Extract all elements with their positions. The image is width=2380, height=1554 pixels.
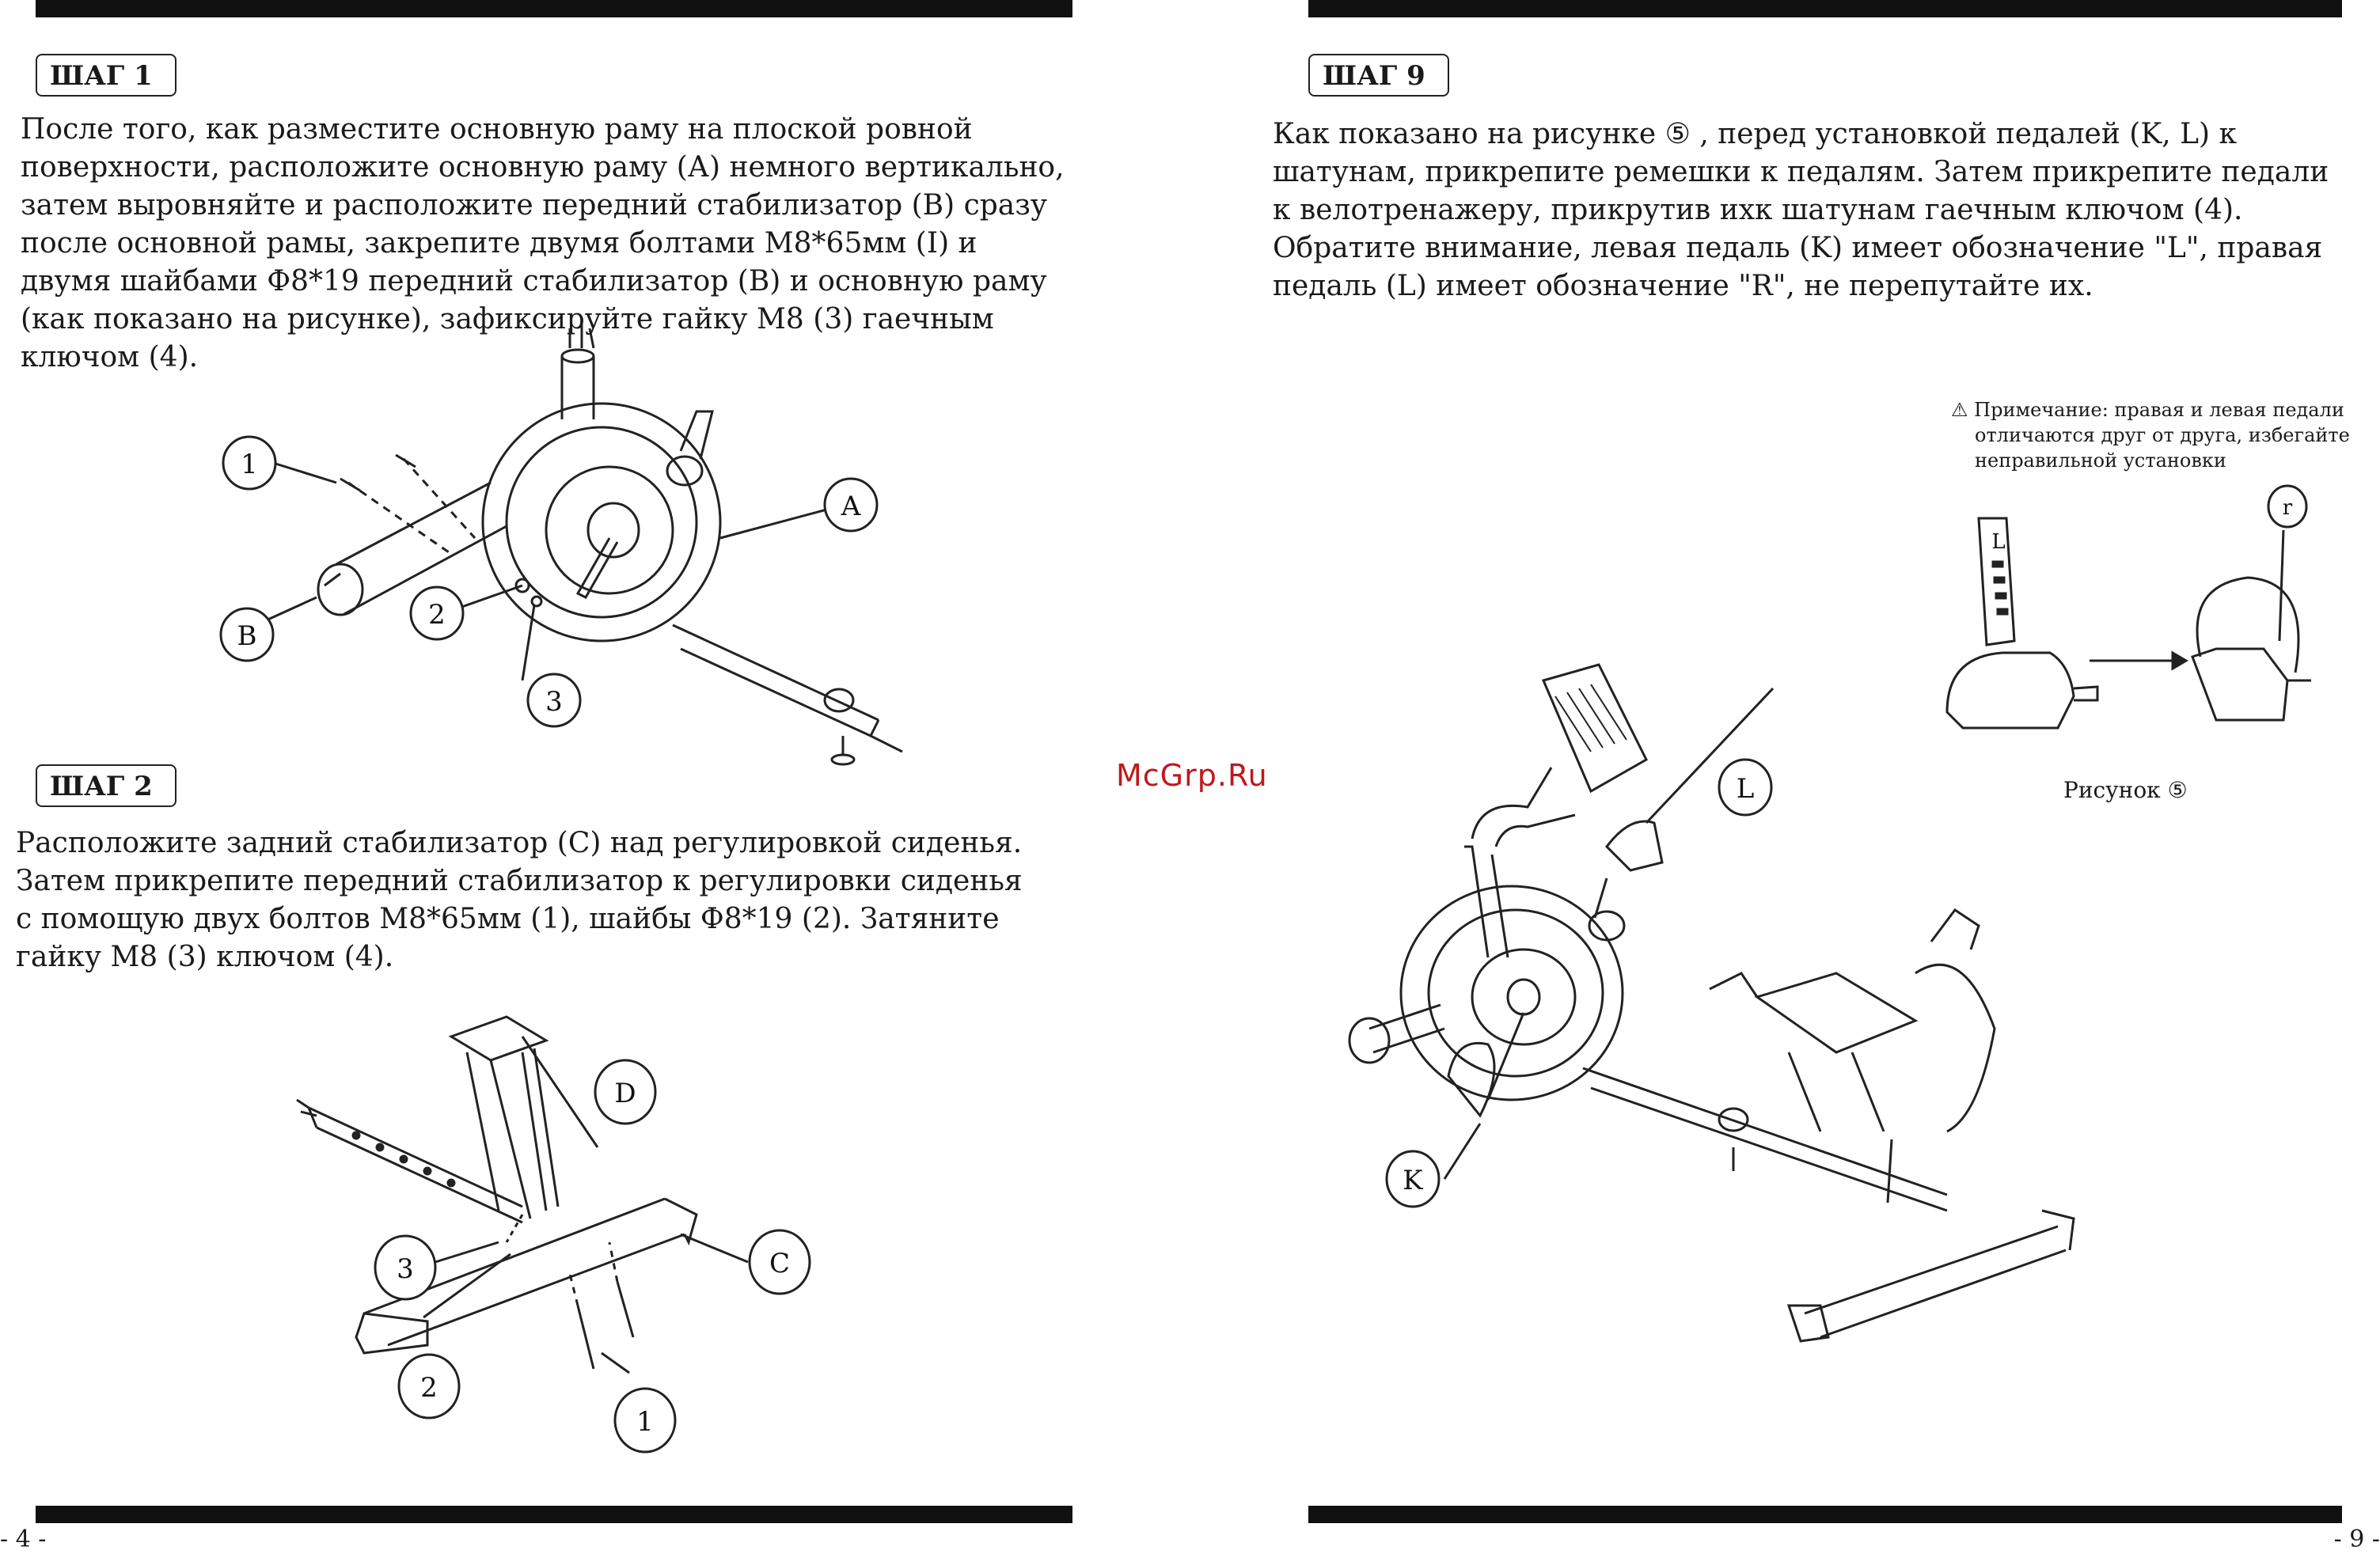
pedal-detail-diagram: r L bbox=[1945, 484, 2311, 730]
step2-callout-2: 2 bbox=[420, 1372, 438, 1404]
step1-diagram: 1 A B 2 3 bbox=[219, 324, 903, 766]
top-bar-left bbox=[36, 0, 1072, 17]
step9-label: ШАГ 9 bbox=[1308, 54, 1449, 97]
note-line-1: Примечание: правая и левая педали bbox=[1974, 399, 2344, 421]
step2-diagram: D 3 C 2 1 bbox=[296, 1015, 811, 1454]
note-line-3: неправильной установки bbox=[1975, 449, 2226, 472]
step1-callout-2: 2 bbox=[428, 599, 446, 631]
step9-callout-k: K bbox=[1403, 1165, 1423, 1196]
top-bar-right bbox=[1308, 0, 2342, 17]
note-line-2: отличаются друг от друга, избегайте bbox=[1975, 424, 2350, 446]
left-page-number: - 4 - bbox=[0, 1526, 47, 1553]
step1-callout-b: B bbox=[237, 620, 257, 652]
pedal-r-mark: r bbox=[2283, 496, 2293, 520]
step1-callout-1: 1 bbox=[241, 449, 258, 480]
step2-callout-3: 3 bbox=[397, 1253, 414, 1285]
bottom-bar-right bbox=[1308, 1506, 2342, 1523]
step1-label: ШАГ 1 bbox=[36, 54, 177, 97]
step2-callout-d: D bbox=[614, 1078, 636, 1109]
step2-callout-c: C bbox=[769, 1248, 790, 1279]
figure-caption: Рисунок ⑤ bbox=[2063, 777, 2188, 803]
note: ⚠ Примечание: правая и левая педали отли… bbox=[1951, 397, 2350, 473]
step2-text: Расположите задний стабилизатор (С) над … bbox=[16, 827, 1023, 973]
step1-callout-3: 3 bbox=[545, 686, 563, 718]
right-page-number: - 9 - bbox=[2333, 1526, 2380, 1553]
step2-label: ШАГ 2 bbox=[36, 764, 177, 807]
bottom-bar-left bbox=[36, 1506, 1072, 1523]
step9-text: Как показано на рисунке ⑤ , перед устано… bbox=[1273, 118, 2329, 302]
step2-callout-1: 1 bbox=[636, 1406, 654, 1438]
step9-callout-l: L bbox=[1737, 773, 1755, 805]
step1-text: После того, как разместите основную раму… bbox=[21, 113, 1065, 373]
step1-callout-a: A bbox=[841, 491, 861, 522]
watermark: McGrp.Ru bbox=[1116, 758, 1268, 793]
strap-l-mark: L bbox=[1991, 530, 2005, 554]
step9-bike-diagram: L K bbox=[1348, 663, 2075, 1343]
warning-icon: ⚠ bbox=[1951, 399, 1968, 421]
